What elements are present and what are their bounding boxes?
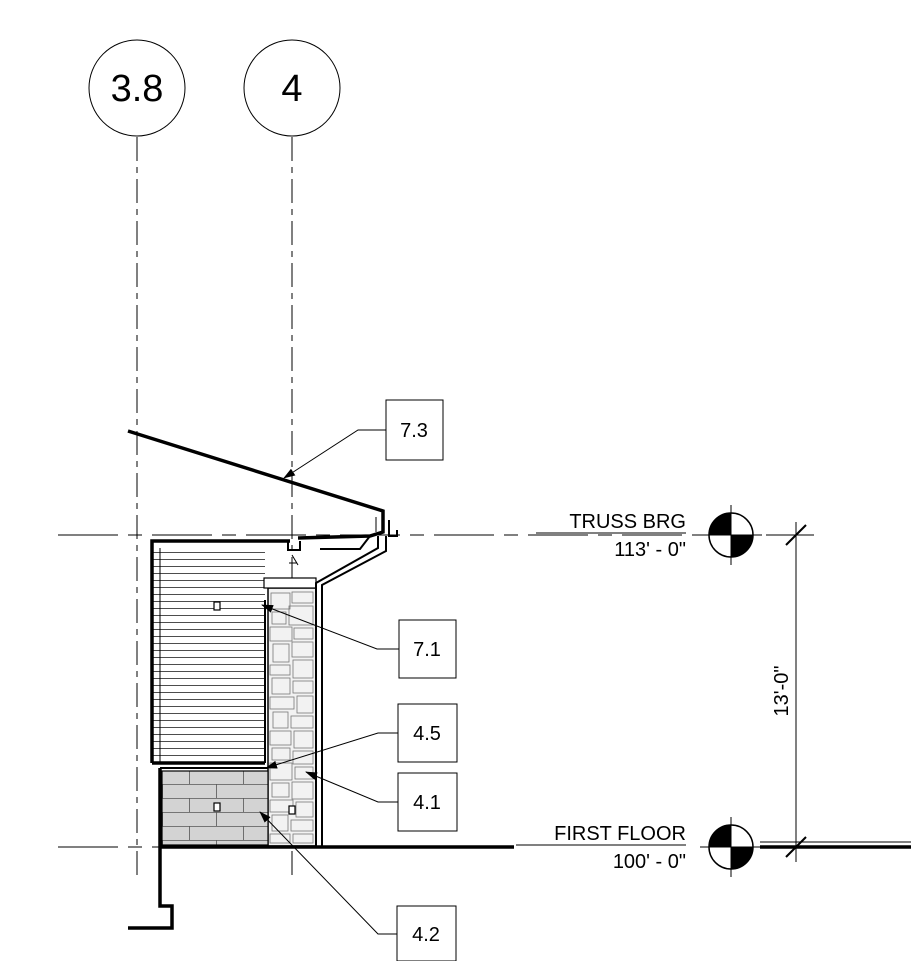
material-tag-siding xyxy=(213,601,221,611)
keynote-label: 4.5 xyxy=(413,723,441,745)
dimension-13-0[interactable]: 13'-0" xyxy=(766,522,814,862)
level-marker-icon xyxy=(700,817,762,877)
grid-bubble-label: 4 xyxy=(281,68,302,110)
siding-wall xyxy=(150,539,290,765)
dimension-text: 13'-0" xyxy=(771,666,793,717)
level-head-first-floor[interactable]: FIRST FLOOR 100' - 0" xyxy=(516,817,762,877)
level-name: TRUSS BRG xyxy=(569,511,686,533)
keynote-4-2[interactable]: 4.2 xyxy=(259,811,457,961)
keynote-7-3[interactable]: 7.3 xyxy=(283,399,444,479)
level-name: FIRST FLOOR xyxy=(554,823,686,845)
roof-assembly xyxy=(127,429,398,846)
material-tag-stone xyxy=(288,805,296,815)
keynote-4-5[interactable]: 4.5 xyxy=(265,703,458,769)
keynote-box[interactable] xyxy=(397,703,458,763)
keynote-label: 4.1 xyxy=(413,792,441,814)
keynote-4-1[interactable]: 4.1 xyxy=(305,771,458,832)
grid-bubble-4[interactable] xyxy=(243,39,341,137)
keynote-box[interactable] xyxy=(385,399,444,461)
keynote-label: 7.1 xyxy=(413,639,441,661)
level-marker-icon xyxy=(700,505,762,565)
level-head-truss-brg[interactable]: TRUSS BRG 113' - 0" xyxy=(536,505,762,565)
keynote-label: 4.2 xyxy=(412,924,440,946)
material-tag-block xyxy=(213,802,221,812)
grid-bubble-label: 3.8 xyxy=(111,68,164,110)
keynote-box[interactable] xyxy=(397,772,458,832)
level-elevation: 113' - 0" xyxy=(614,539,686,561)
level-elevation: 100' - 0" xyxy=(613,851,686,873)
grid-3-8: 3.8 xyxy=(88,39,186,880)
grid-bubble-3-8[interactable] xyxy=(88,39,186,137)
keynote-box[interactable] xyxy=(398,619,457,679)
keynote-label: 7.3 xyxy=(400,420,428,442)
keynote-7-1[interactable]: 7.1 xyxy=(261,604,457,679)
grid-4: 4 xyxy=(243,39,341,880)
keynote-box[interactable] xyxy=(396,905,457,961)
